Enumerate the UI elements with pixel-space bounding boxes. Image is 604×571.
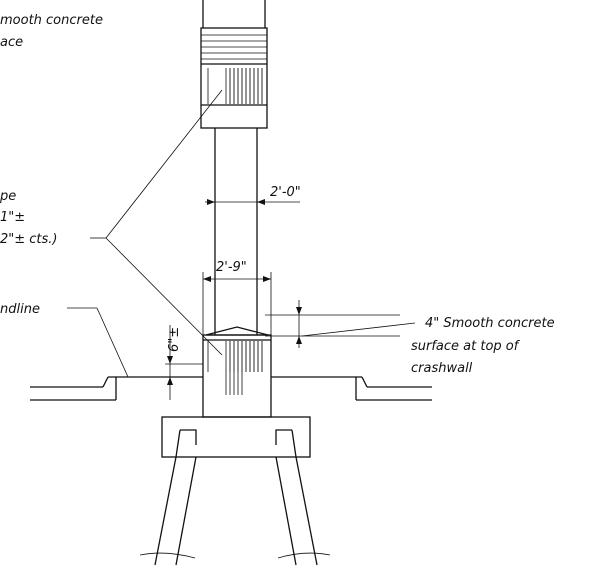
right-pile [275,429,331,566]
dimension-6: 6"± [165,325,203,400]
smooth-surface-leader [265,300,416,348]
pipe-label-line1: pe [0,189,16,204]
top-smooth-label-line2: ace [0,35,23,50]
column-shaft [214,128,258,335]
dimension-2-9: 2'-9" [202,260,272,342]
upper-hatch [229,68,263,104]
dimension-6-label: 6"± [167,327,182,352]
pipe-leader [90,89,223,356]
dimension-2-0-label: 2'-0" [270,185,301,200]
groundline-leader [67,307,129,378]
lower-hatch [229,341,263,372]
dimension-2-9-label: 2'-9" [216,260,247,275]
smooth-surface-label-line2: surface at top of [411,339,521,354]
dimension-2-0: 2'-0" [205,185,301,205]
crashwall-block [202,326,272,418]
left-pile [139,429,197,566]
pipe-label-line3: 2"± cts.) [0,232,58,247]
upper-column [200,0,268,129]
ground-line [30,376,432,401]
top-smooth-label-line1: mooth concrete [0,13,103,28]
smooth-surface-label-line1: 4" Smooth concrete [425,316,555,331]
groundline-label: ndline [0,302,40,317]
smooth-surface-label-line3: crashwall [411,361,473,376]
pipe-label-line2: 1"± [0,210,25,225]
pile-cap [161,416,311,458]
